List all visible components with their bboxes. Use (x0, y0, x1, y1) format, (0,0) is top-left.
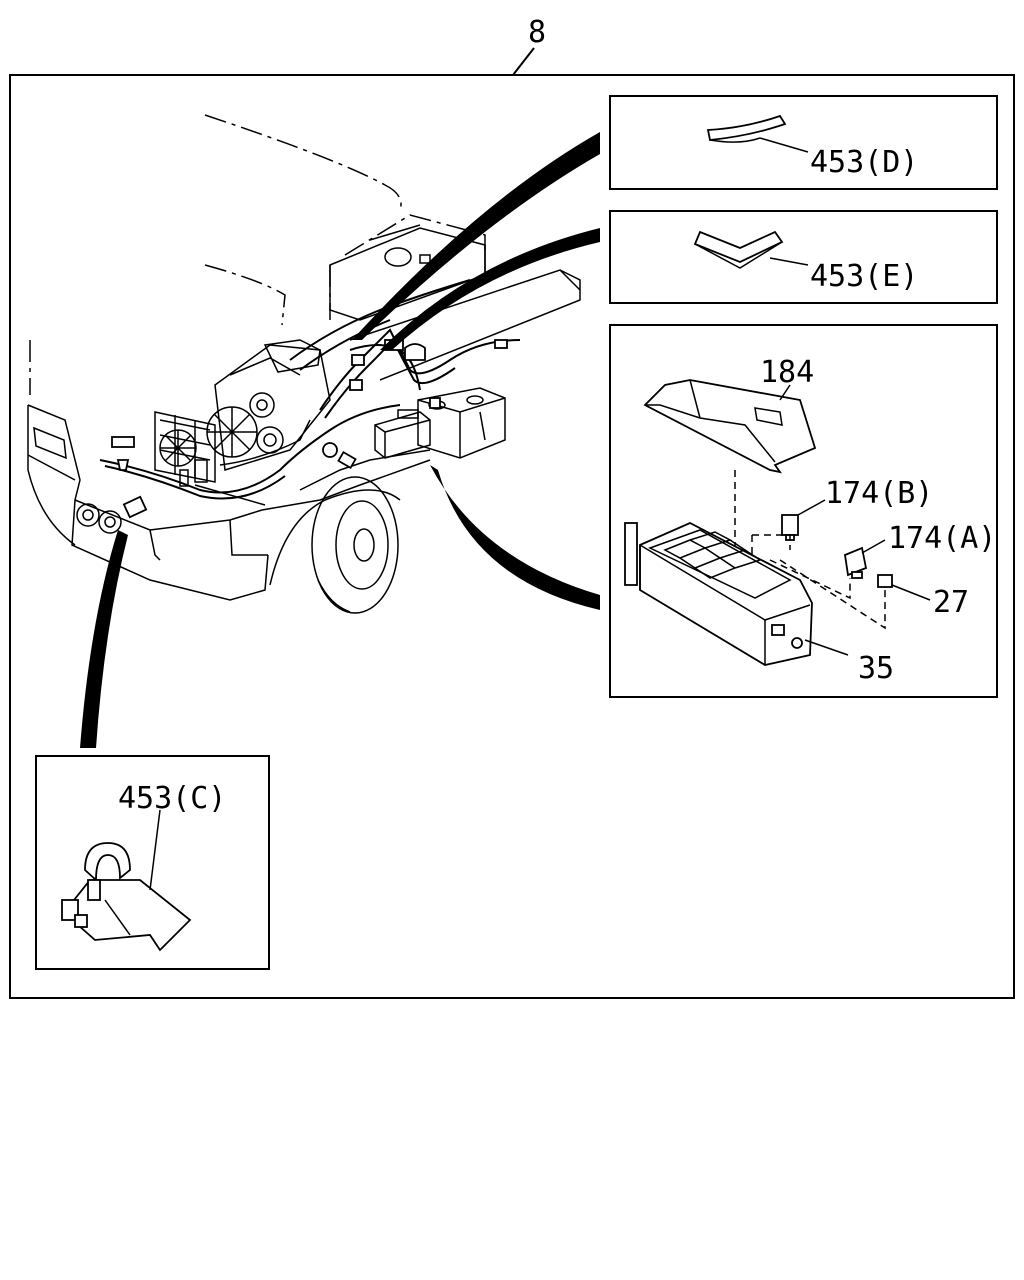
vehicle-engine-bay-drawing (27, 114, 581, 614)
callout-453d: 453(D) (810, 145, 918, 180)
detail-panel-453e: 453(E) (609, 210, 998, 304)
callout-174a: 174(A) (888, 521, 996, 556)
callout-453c: 453(C) (118, 781, 226, 816)
assembly-leader-line (512, 47, 535, 76)
detail-panel-relay-box: 184 174(B) 174(A) 27 35 (609, 324, 998, 698)
callout-27: 27 (933, 585, 969, 620)
callout-35: 35 (858, 651, 894, 686)
callout-453e: 453(E) (810, 259, 918, 294)
detail-panel-453d: 453(D) (609, 95, 998, 190)
detail-panel-453c: 453(C) (35, 755, 270, 970)
outer-frame (9, 74, 1015, 999)
leader-sweeps (80, 132, 600, 748)
callout-184: 184 (760, 355, 814, 390)
callout-174b: 174(B) (825, 476, 933, 511)
assembly-callout-8: 8 (528, 15, 546, 50)
